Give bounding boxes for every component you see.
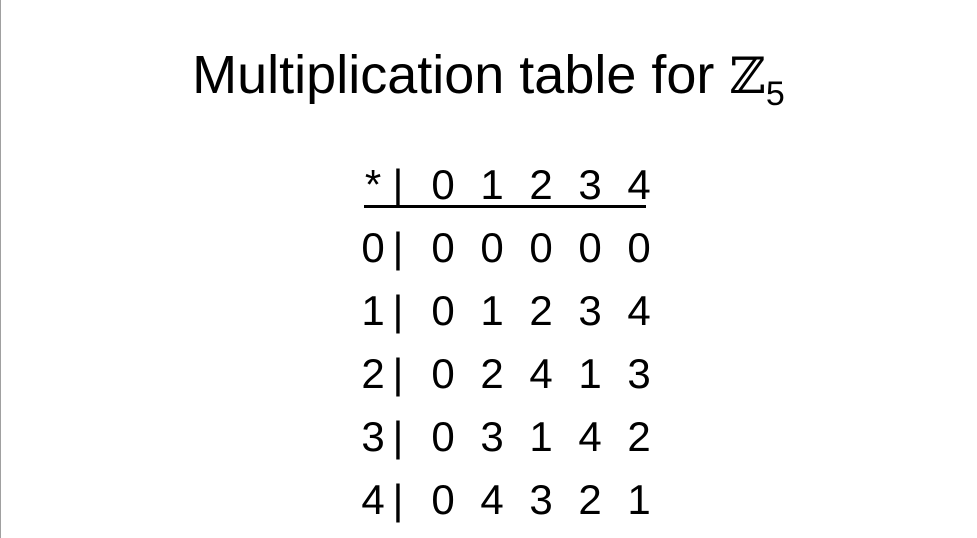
- table-cell: 1: [480, 287, 504, 334]
- separator: |: [392, 350, 404, 397]
- column-header: 2: [529, 161, 553, 208]
- header-underline: [364, 205, 646, 208]
- row-label: 3: [361, 413, 385, 460]
- table-cell: 3: [578, 287, 602, 334]
- separator: |: [392, 224, 404, 271]
- table-cell: 3: [529, 476, 553, 523]
- separator: |: [392, 287, 404, 334]
- column-header: 1: [480, 161, 504, 208]
- table-cell: 0: [431, 350, 455, 397]
- title-text: Multiplication table for: [192, 45, 730, 105]
- column-header: 3: [578, 161, 602, 208]
- table-cell: 0: [627, 224, 651, 271]
- row-label: 0: [361, 224, 385, 271]
- table-cell: 2: [529, 287, 553, 334]
- table-cell: 3: [627, 350, 651, 397]
- table-cell: 1: [529, 413, 553, 460]
- table-cell: 0: [431, 224, 455, 271]
- table-cell: 0: [578, 224, 602, 271]
- slide-left-border: [0, 0, 1, 538]
- slide-title: Multiplication table for ℤ5: [0, 44, 977, 111]
- operator-symbol: *: [364, 161, 382, 208]
- table-cell: 4: [627, 287, 651, 334]
- separator: |: [392, 413, 404, 460]
- table-cell: 2: [480, 350, 504, 397]
- table-cell: 0: [431, 287, 455, 334]
- row-label: 1: [361, 287, 385, 334]
- row-label: 4: [361, 476, 385, 523]
- table-cell: 0: [529, 224, 553, 271]
- separator: |: [392, 161, 404, 208]
- table-cell: 4: [578, 413, 602, 460]
- table-cell: 2: [627, 413, 651, 460]
- table-cell: 4: [529, 350, 553, 397]
- row-label: 2: [361, 350, 385, 397]
- table-cell: 0: [480, 224, 504, 271]
- table-cell: 0: [431, 413, 455, 460]
- table-cell: 1: [627, 476, 651, 523]
- separator: |: [392, 476, 404, 523]
- table-cell: 2: [578, 476, 602, 523]
- table-cell: 0: [431, 476, 455, 523]
- table-cell: 4: [480, 476, 504, 523]
- column-header: 0: [431, 161, 455, 208]
- set-subscript: 5: [765, 75, 785, 113]
- integers-set-symbol: ℤ: [729, 47, 766, 105]
- table-cell: 1: [578, 350, 602, 397]
- column-header: 4: [627, 161, 651, 208]
- table-cell: 3: [480, 413, 504, 460]
